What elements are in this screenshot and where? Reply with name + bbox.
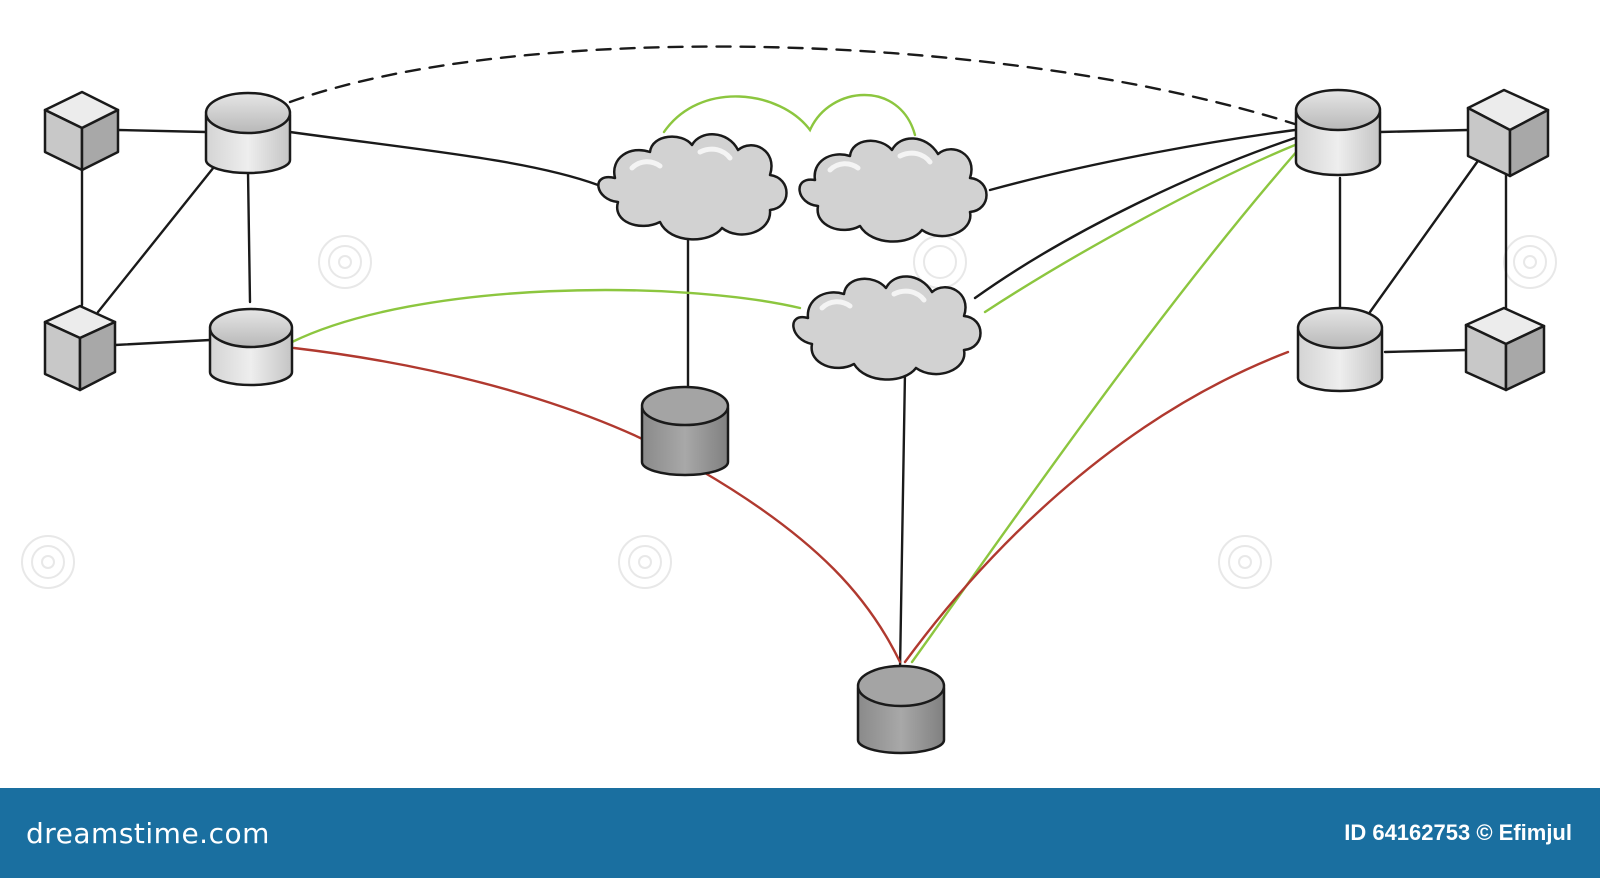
link-left-switch-router-bottom	[113, 338, 212, 347]
footer-bar: dreamstime.com ID 64162753 © Efimjul	[0, 788, 1600, 878]
link-left-router-vertical	[246, 170, 252, 304]
cloud-center-top	[798, 137, 988, 243]
link-green-cloud-arc	[662, 93, 917, 137]
cloud-left	[597, 133, 788, 241]
link-green-cloud-lower-router-right	[983, 143, 1297, 314]
brand-logo[interactable]: dreamstime.com	[26, 816, 270, 850]
link-red-router-left-router-bottom	[292, 346, 902, 664]
link-green-router-bottom-router-right	[910, 148, 1300, 664]
switch-left-bottom	[43, 304, 117, 392]
image-credit: ID 64162753 © Efimjul	[1344, 820, 1572, 845]
router-bottom	[856, 664, 946, 755]
router-left-bottom	[208, 307, 294, 387]
link-left-diagonal	[96, 160, 220, 314]
links	[80, 45, 1508, 672]
link-cloud-lower-router-bottom	[898, 370, 907, 672]
link-right-router-switch-bottom	[1383, 348, 1470, 354]
cloud-center-bottom	[792, 275, 982, 381]
router-right-bottom	[1296, 306, 1384, 393]
link-router-cloud-left	[288, 130, 600, 187]
link-cloud-right-router-right	[988, 128, 1297, 192]
link-green-router-left-cloud-lower	[290, 288, 802, 344]
link-cloud-lower-router-right	[973, 136, 1297, 300]
link-red-router-bottom-router-right-bottom	[903, 350, 1290, 664]
network-diagram	[21, 45, 1557, 755]
router-middle	[640, 385, 730, 477]
switch-left-top	[43, 90, 120, 172]
link-right-diagonal	[1368, 156, 1482, 314]
link-left-switch-router-top	[116, 128, 208, 134]
link-dashed-arc	[288, 45, 1300, 127]
switch-right-bottom	[1464, 306, 1546, 392]
router-left-top	[204, 91, 292, 175]
link-right-router-switch-top	[1378, 128, 1470, 134]
watermark-group	[21, 235, 1557, 589]
switch-right-top	[1466, 88, 1550, 178]
router-right-top	[1294, 88, 1382, 177]
